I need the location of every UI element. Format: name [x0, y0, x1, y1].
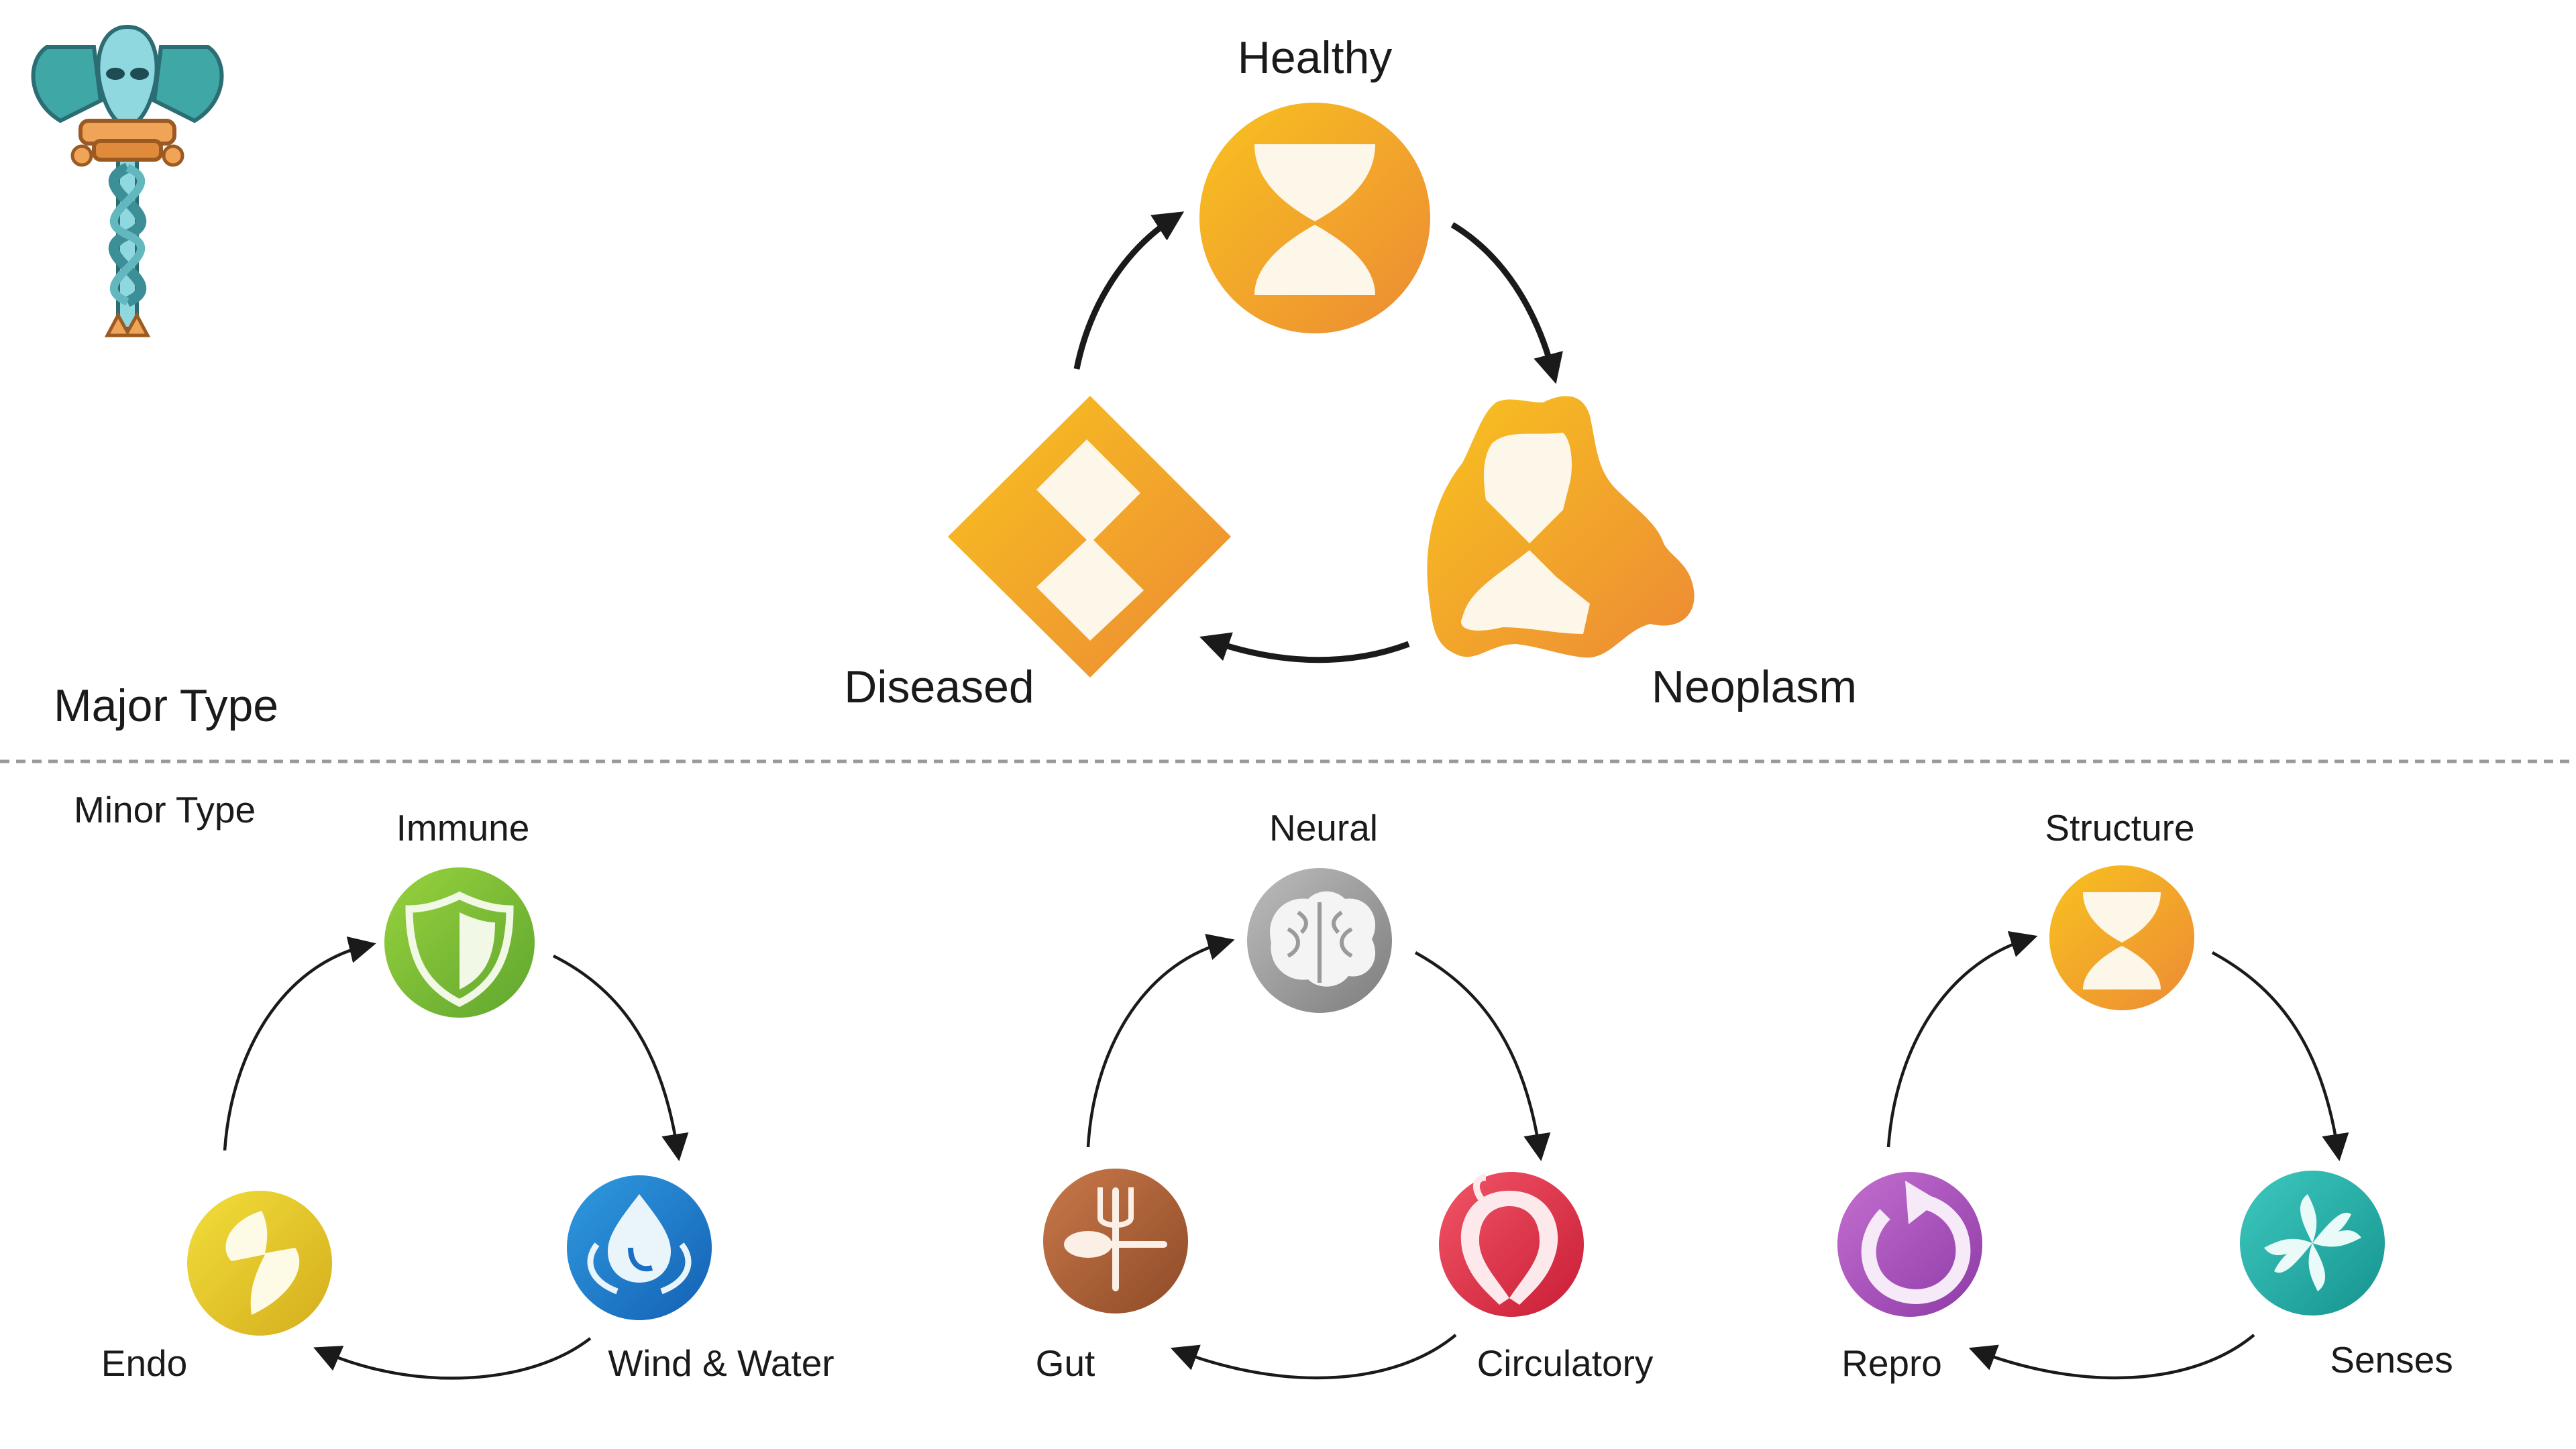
neoplasm-label: Neoplasm: [1651, 661, 1858, 712]
wind-water-drop-icon: [567, 1175, 712, 1320]
immune-label: Immune: [396, 807, 530, 849]
immune-shield-icon: [384, 867, 535, 1018]
wind-water-label: Wind & Water: [608, 1342, 835, 1384]
senses-label: Senses: [2330, 1339, 2453, 1381]
arrow-immune-to-wind-water: [552, 954, 689, 1162]
circulatory-heart-icon: [1439, 1172, 1584, 1317]
diseased-label: Diseased: [844, 661, 1034, 712]
major-type-label: Major Type: [54, 680, 279, 731]
arrow-neural-to-circulatory: [1414, 951, 1551, 1162]
arrow-repro-to-structure: [1886, 931, 2038, 1148]
structure-hourglass-icon: [2049, 865, 2194, 1010]
caduceus-logo-icon: [31, 24, 224, 337]
healthy-hourglass-icon: [1199, 103, 1430, 333]
arrow-circulatory-to-gut: [1170, 1334, 1457, 1380]
diseased-hourglass-diamond-icon: [948, 396, 1231, 678]
neural-label: Neural: [1269, 807, 1379, 849]
arrow-senses-to-repro: [1968, 1334, 2255, 1380]
endo-label: Endo: [101, 1342, 188, 1384]
circulatory-label: Circulatory: [1477, 1342, 1654, 1384]
endo-lightning-icon: [187, 1191, 332, 1336]
senses-pinwheel-icon: [2240, 1171, 2385, 1316]
repro-cycle-arrow-icon: [1837, 1172, 1982, 1317]
arrow-endo-to-immune: [223, 936, 376, 1151]
structure-label: Structure: [2045, 807, 2195, 849]
neoplasm-hourglass-blob-icon: [1427, 396, 1695, 658]
neural-brain-icon: [1247, 868, 1392, 1013]
gut-label: Gut: [1035, 1342, 1095, 1384]
arrow-wind-water-to-endo: [313, 1337, 592, 1380]
arrow-structure-to-senses: [2211, 951, 2349, 1162]
repro-label: Repro: [1841, 1342, 1942, 1384]
arrow-gut-to-neural: [1086, 934, 1235, 1148]
arrow-neoplasm-to-diseased: [1199, 632, 1410, 663]
minor-type-label: Minor Type: [74, 789, 256, 830]
gut-fork-spoon-icon: [1043, 1169, 1188, 1313]
arrow-healthy-to-neoplasm: [1450, 222, 1563, 384]
arrow-diseased-to-healthy: [1073, 211, 1185, 370]
healthy-label: Healthy: [1237, 32, 1393, 83]
